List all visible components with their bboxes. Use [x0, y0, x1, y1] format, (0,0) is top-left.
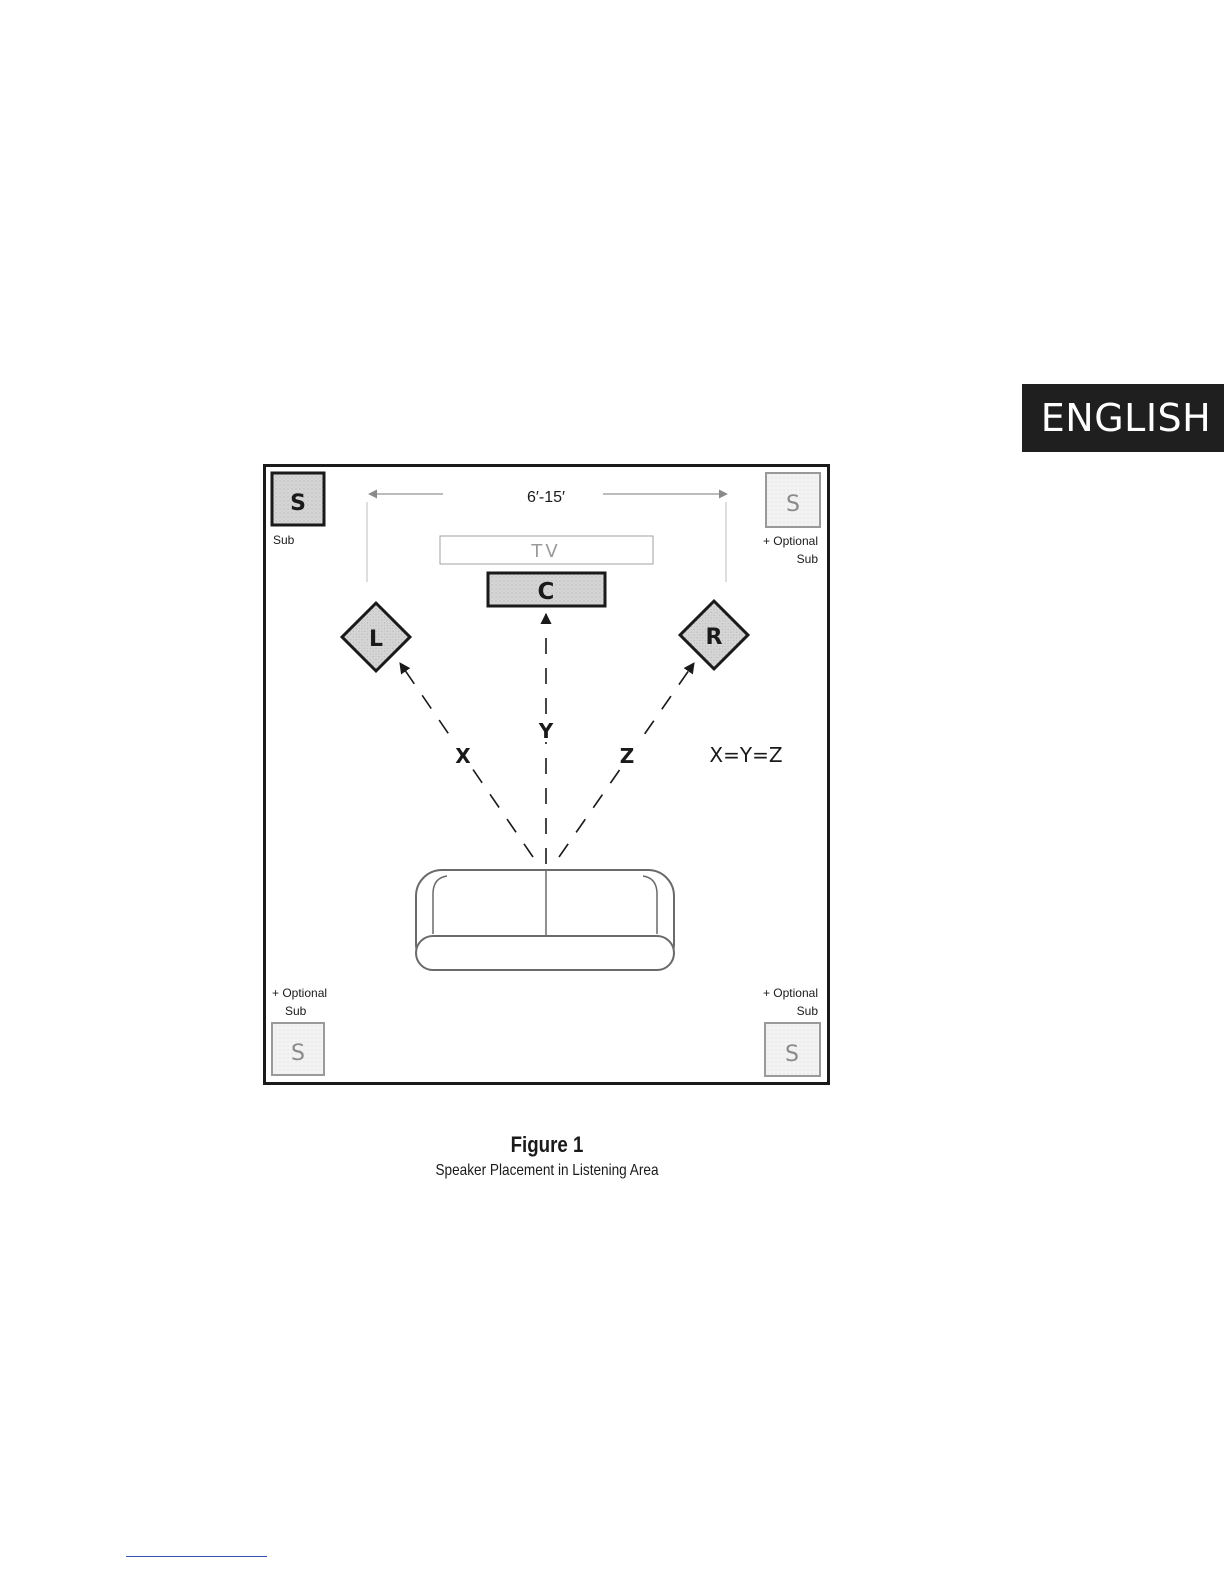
- sub-optional-bottom-right-letter: S: [785, 1042, 799, 1067]
- distance-label-y: Y: [538, 719, 554, 743]
- figure-title: Figure 1: [377, 1130, 717, 1160]
- sub-optional-bottom-right-line1: + Optional: [763, 986, 818, 1000]
- sub-optional-top-right-line1: + Optional: [763, 534, 818, 548]
- sub-main-label: Sub: [273, 533, 295, 547]
- sub-main-letter: S: [290, 491, 306, 516]
- sub-optional-top-right-line2: Sub: [797, 552, 819, 566]
- speaker-placement-figure: 6′-15′ TV C L R X Y Z X=Y=Z: [263, 464, 830, 1085]
- width-range-label: 6′-15′: [527, 489, 565, 506]
- speaker-placement-diagram: 6′-15′ TV C L R X Y Z X=Y=Z: [263, 464, 830, 1085]
- left-speaker-label: L: [369, 627, 383, 652]
- sofa: [416, 870, 674, 970]
- language-tab: ENGLISH: [1022, 384, 1224, 452]
- sub-optional-bottom-left-line1: + Optional: [272, 986, 327, 1000]
- distance-equation: X=Y=Z: [709, 743, 782, 767]
- right-speaker-label: R: [706, 625, 723, 650]
- sub-optional-bottom-right-line2: Sub: [797, 1004, 819, 1018]
- distance-label-z: Z: [620, 744, 635, 768]
- figure-subtitle: Speaker Placement in Listening Area: [377, 1160, 717, 1182]
- footnote-rule: [126, 1556, 267, 1557]
- sub-optional-bottom-left-letter: S: [291, 1041, 305, 1066]
- sub-optional-bottom-left-line2: Sub: [285, 1004, 307, 1018]
- center-speaker-label: C: [538, 579, 555, 605]
- figure-caption: Figure 1 Speaker Placement in Listening …: [347, 1130, 747, 1182]
- distance-label-x: X: [455, 744, 471, 768]
- sub-optional-top-right-letter: S: [786, 492, 800, 517]
- tv-label: TV: [530, 541, 560, 562]
